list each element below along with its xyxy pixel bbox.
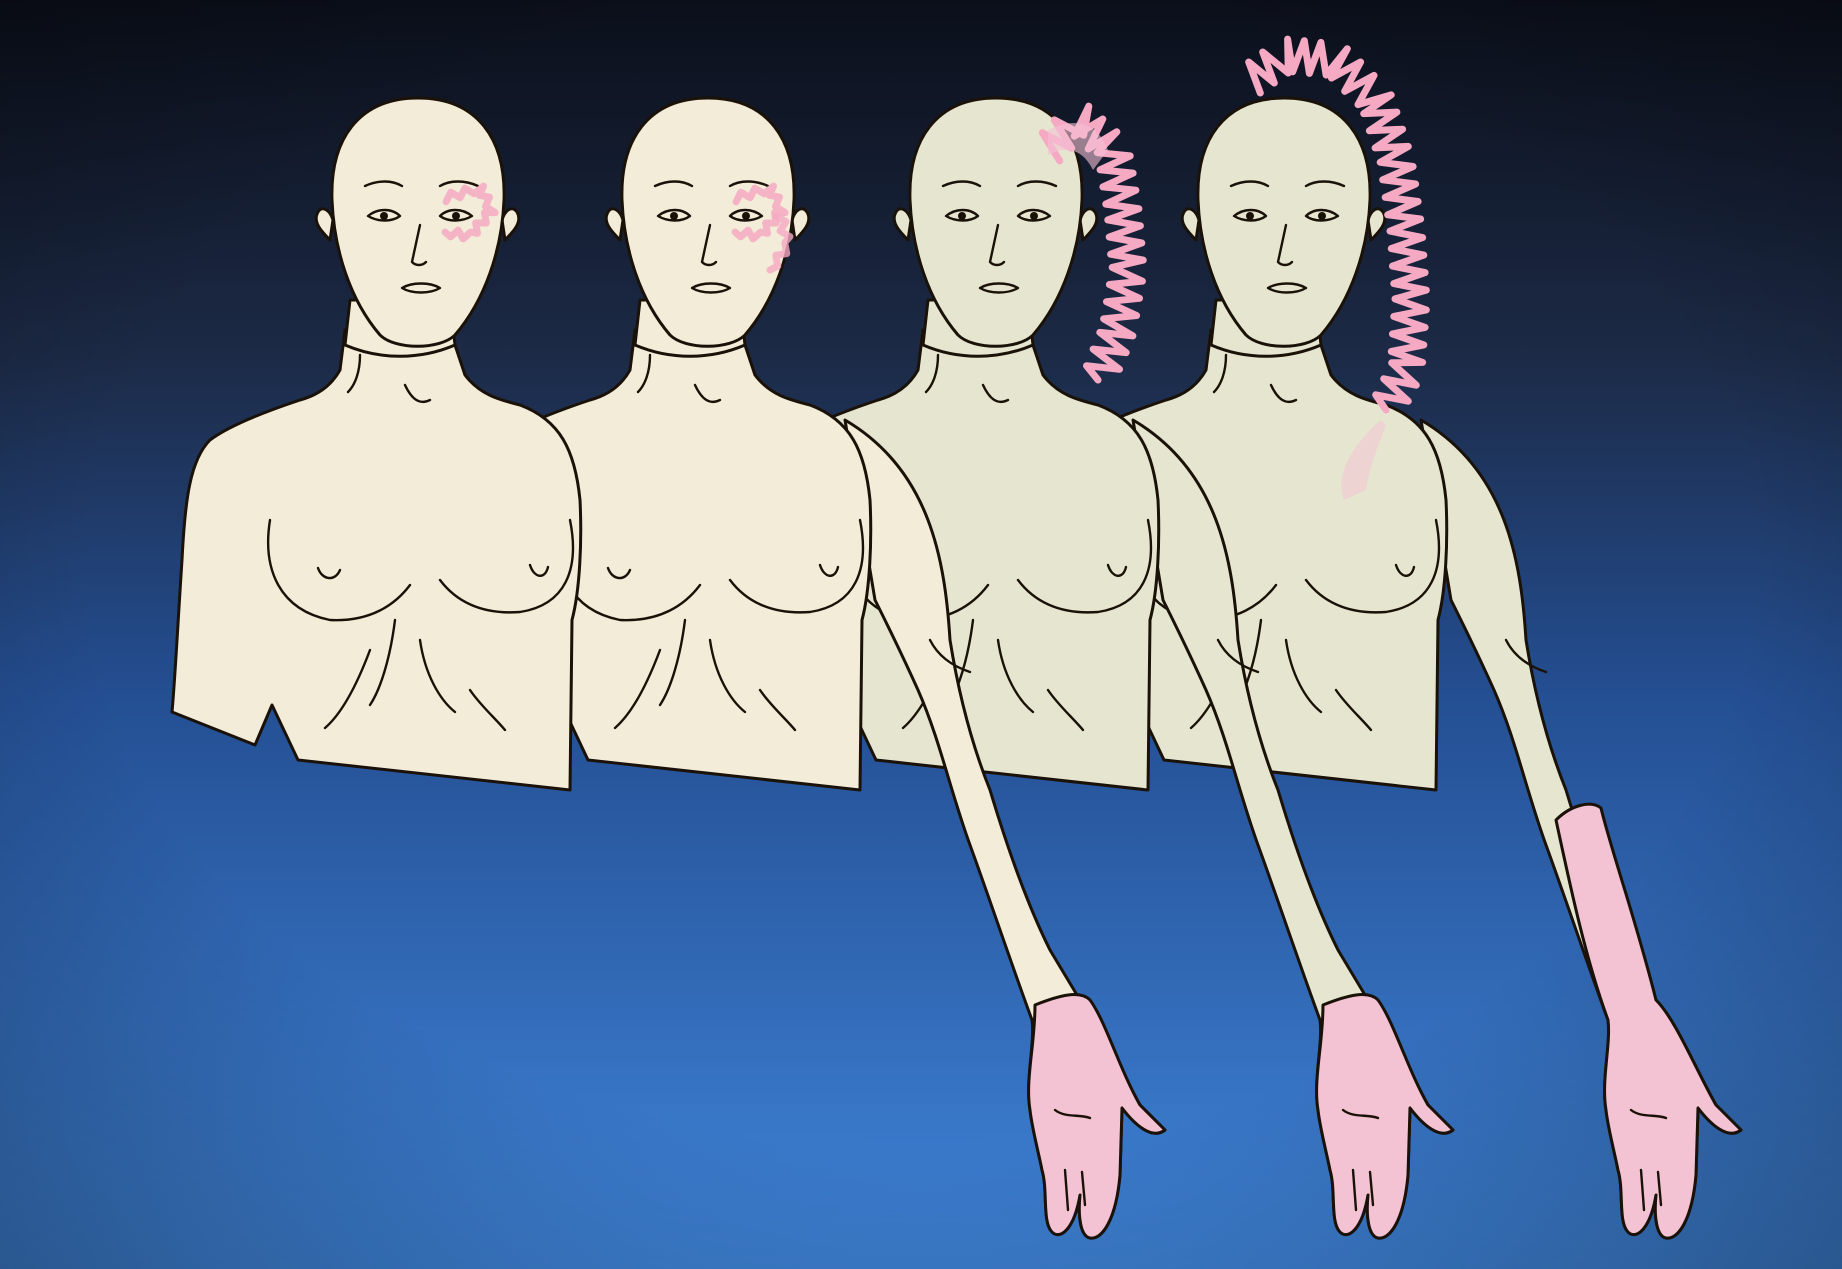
figure-1-pupil-right <box>452 212 460 220</box>
figure-1-pupil-left <box>380 212 388 220</box>
figure-3-pupil-left <box>958 212 966 220</box>
figure-4-pupil-left <box>1246 212 1254 220</box>
figure-2-pupil-left <box>670 212 678 220</box>
figure-3-pupil-right <box>1030 212 1038 220</box>
figure-4-pupil-right <box>1318 212 1326 220</box>
figure-2-pupil-right <box>742 212 750 220</box>
